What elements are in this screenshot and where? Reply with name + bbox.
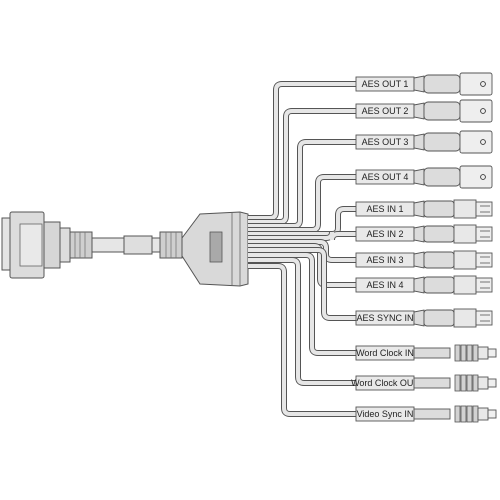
branch-cable (248, 263, 356, 417)
branch-cable-core (248, 175, 356, 232)
connector-item: Video Sync IN (355, 405, 497, 423)
xlr-connector-icon (413, 72, 493, 96)
trunk-cable (91, 231, 183, 259)
connector-list: AES OUT 1 AES OUT 2 AES OUT 3 AES OUT 4 AES … (351, 72, 497, 423)
connector-item: Word Clock OUT (351, 374, 497, 392)
connector-item: AES OUT 2 (355, 99, 493, 123)
breakout-hub-icon (181, 211, 249, 287)
branch-cable (248, 257, 356, 386)
connector-item: AES IN 1 (355, 199, 493, 219)
branch-cable-core (248, 140, 356, 228)
bnc-connector-icon (413, 374, 497, 392)
connector-label: AES OUT 3 (362, 137, 409, 147)
xlr-connector-icon (413, 224, 493, 244)
branch-cable-core (248, 109, 356, 224)
xlr-connector-icon (413, 275, 493, 295)
branch-cable (248, 252, 356, 356)
xlr-connector-icon (413, 130, 493, 154)
branch-cable-core (248, 264, 356, 416)
connector-label: AES SYNC IN (356, 313, 413, 323)
branch-cable-core (248, 258, 356, 385)
connector-item: Word Clock IN (355, 344, 497, 362)
connector-label: Video Sync IN (357, 409, 414, 419)
connector-label: Word Clock IN (356, 348, 414, 358)
connector-item: AES IN 2 (355, 224, 493, 244)
connector-label: AES IN 4 (366, 280, 403, 290)
d-sub-connector-icon (1, 211, 93, 279)
xlr-connector-icon (413, 165, 493, 189)
xlr-connector-icon (413, 308, 493, 328)
connector-item: AES OUT 3 (355, 130, 493, 154)
connector-label: AES OUT 2 (362, 106, 409, 116)
connector-item: AES OUT 4 (355, 165, 493, 189)
bnc-connector-icon (413, 405, 497, 423)
connector-label: AES OUT 1 (362, 79, 409, 89)
connector-label: AES IN 3 (366, 255, 403, 265)
connector-item: AES OUT 1 (355, 72, 493, 96)
branch-cables (248, 81, 356, 417)
connector-item: AES IN 3 (355, 250, 493, 270)
bnc-connector-icon (413, 344, 497, 362)
connector-item: AES IN 4 (355, 275, 493, 295)
branch-cable-core (248, 231, 356, 241)
connector-item: AES SYNC IN (355, 308, 493, 328)
connector-label: AES IN 2 (366, 229, 403, 239)
connector-label: Word Clock OUT (351, 378, 419, 388)
xlr-connector-icon (413, 99, 493, 123)
xlr-connector-icon (413, 199, 493, 219)
connector-label: AES OUT 4 (362, 172, 409, 182)
branch-cable-core (248, 248, 356, 320)
branch-cable-core (248, 82, 356, 220)
xlr-connector-icon (413, 250, 493, 270)
connector-label: AES IN 1 (366, 204, 403, 214)
branch-cable-core (248, 253, 356, 355)
